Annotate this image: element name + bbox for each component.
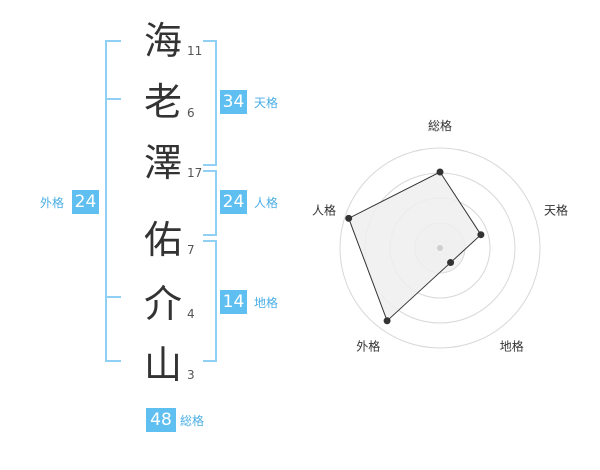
radar-axis-label-4: 外格 bbox=[356, 339, 380, 354]
chikaku-value: 14 bbox=[220, 290, 247, 314]
soukaku-value: 48 bbox=[146, 408, 176, 432]
name-char-2: 老 bbox=[143, 80, 182, 124]
stroke-count-3: 17 bbox=[187, 166, 203, 180]
stroke-count-4: 7 bbox=[187, 243, 195, 257]
radar-point-2 bbox=[477, 231, 485, 239]
radar-axis-label-1: 総格 bbox=[428, 118, 452, 133]
name-char-6: 山 bbox=[143, 343, 182, 387]
gaikaku-label: 外格 bbox=[40, 196, 65, 210]
name-char-1: 海 bbox=[143, 19, 182, 63]
soukaku-label: 総格 bbox=[180, 414, 205, 428]
stroke-count-1: 11 bbox=[187, 44, 203, 58]
radar-point-1 bbox=[436, 168, 444, 176]
name-char-4: 佑 bbox=[143, 218, 182, 262]
chikaku-bracket bbox=[203, 240, 217, 362]
gaikaku-tick-2 bbox=[105, 296, 121, 298]
chikaku-label: 地格 bbox=[254, 296, 279, 310]
radar-grid-ring bbox=[339, 147, 541, 349]
jinkaku-label: 人格 bbox=[254, 196, 279, 210]
radar-point-5 bbox=[345, 214, 353, 222]
gaikaku-tick-1 bbox=[105, 98, 121, 100]
tenkaku-bracket bbox=[203, 40, 217, 166]
name-char-5: 介 bbox=[143, 282, 182, 326]
tenkaku-label: 天格 bbox=[254, 96, 279, 110]
jinkaku-value: 24 bbox=[220, 190, 247, 214]
gaikaku-value: 24 bbox=[72, 190, 99, 214]
radar-axis-label-3: 地格 bbox=[500, 339, 524, 354]
radar-axis-label-5: 人格 bbox=[312, 202, 336, 217]
radar-point-3 bbox=[447, 259, 455, 267]
radar-axis-label-2: 天格 bbox=[544, 202, 568, 217]
stroke-count-2: 6 bbox=[187, 106, 195, 120]
stroke-count-5: 4 bbox=[187, 307, 195, 321]
gaikaku-bracket bbox=[105, 40, 121, 362]
radar-point-4 bbox=[383, 317, 391, 325]
radar-center-dot bbox=[437, 245, 443, 251]
jinkaku-bracket bbox=[203, 170, 217, 236]
stroke-count-6: 3 bbox=[187, 368, 195, 382]
radar-series-area bbox=[348, 171, 482, 322]
tenkaku-value: 34 bbox=[220, 90, 247, 114]
name-char-3: 澤 bbox=[143, 141, 182, 185]
